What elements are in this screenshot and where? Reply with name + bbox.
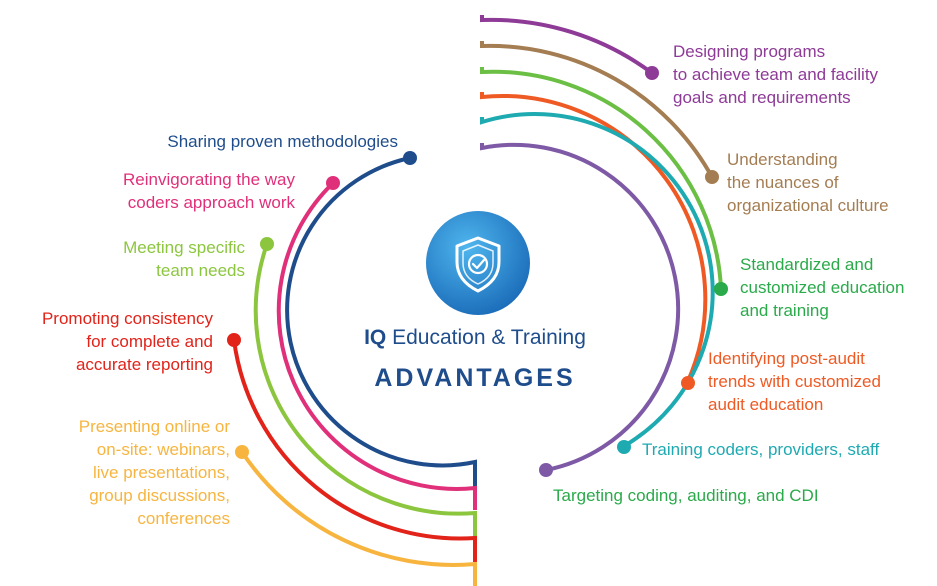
right-item-1: Designing programs to achieve team and f… [673, 40, 878, 109]
left-item-5-line-4: group discussions, [89, 486, 230, 505]
right-item-3-line-2: customized education [740, 278, 905, 297]
arc-right-5 [480, 112, 715, 448]
arc-right-6 [480, 142, 681, 472]
shield-check-icon [426, 211, 530, 315]
right-item-4-line-3: audit education [708, 395, 824, 414]
center-title-rest: Education & Training [386, 326, 586, 349]
arc-right-2 [480, 41, 714, 178]
right-item-5: Training coders, providers, staff [642, 438, 879, 461]
right-item-6: Targeting coding, auditing, and CDI [553, 484, 819, 507]
center-title-prefix: IQ [364, 326, 387, 349]
right-item-2-line-2: the nuances of [727, 173, 839, 192]
left-item-1: Sharing proven methodologies [167, 130, 398, 153]
right-item-2-line-1: Understanding [727, 150, 838, 169]
dot-right-1 [645, 66, 659, 80]
dot-left-5 [235, 445, 249, 459]
dot-right-2 [705, 170, 719, 184]
dot-right-5 [617, 440, 631, 454]
center-subtitle: ADVANTAGES [374, 364, 576, 392]
arc-left-3 [253, 243, 477, 537]
left-item-5-line-1: Presenting online or [78, 417, 230, 436]
center-title: IQ Education & Training [330, 326, 620, 350]
left-item-4-line-3: accurate reporting [75, 355, 213, 374]
arc-left-2 [276, 181, 477, 510]
right-item-2-line-3: organizational culture [727, 196, 889, 215]
right-item-4-line-2: trends with customized [708, 372, 881, 391]
left-item-5-line-5: conferences [137, 509, 230, 528]
dot-left-3 [260, 237, 274, 251]
left-item-1-line-1: Sharing proven methodologies [167, 132, 398, 151]
right-item-2: Understanding the nuances of organizatio… [727, 148, 889, 217]
right-item-1-line-1: Designing programs [673, 42, 826, 61]
left-item-5-line-3: live presentations, [92, 463, 230, 482]
right-item-1-line-3: goals and requirements [673, 88, 851, 107]
left-item-2-line-2: coders approach work [127, 193, 295, 212]
left-item-2: Reinvigorating the way coders approach w… [123, 168, 295, 214]
left-item-4: Promoting consistency for complete and a… [42, 307, 213, 376]
dot-left-2 [326, 176, 340, 190]
arc-right-1 [480, 15, 654, 75]
arc-left-5 [240, 450, 477, 586]
right-item-1-line-2: to achieve team and facility [673, 65, 879, 84]
right-item-4: Identifying post-audit trends with custo… [708, 347, 881, 416]
dot-left-1 [403, 151, 417, 165]
left-item-4-line-1: Promoting consistency [41, 309, 213, 328]
left-item-5: Presenting online or on-site: webinars, … [79, 415, 230, 530]
left-item-4-line-2: for complete and [86, 332, 213, 351]
left-item-2-line-1: Reinvigorating the way [123, 170, 295, 189]
right-item-6-line-1: Targeting coding, auditing, and CDI [553, 486, 819, 505]
arc-right-4 [480, 92, 708, 382]
arc-left-1 [285, 156, 477, 487]
arc-right-3 [480, 67, 723, 290]
dot-right-6 [539, 463, 553, 477]
dot-right-3 [714, 282, 728, 296]
left-item-5-line-2: on-site: webinars, [96, 440, 230, 459]
right-item-5-line-1: Training coders, providers, staff [642, 440, 880, 459]
arc-left-4 [232, 339, 477, 562]
left-item-3: Meeting specific team needs [123, 236, 245, 282]
dot-right-4 [681, 376, 695, 390]
right-item-3-line-1: Standardized and [740, 255, 874, 274]
left-item-3-line-2: team needs [156, 261, 245, 280]
right-item-3: Standardized and customized education an… [740, 253, 904, 322]
right-item-3-line-3: and training [740, 301, 829, 320]
right-item-4-line-1: Identifying post-audit [708, 349, 865, 368]
left-item-3-line-1: Meeting specific [123, 238, 245, 257]
dot-left-4 [227, 333, 241, 347]
